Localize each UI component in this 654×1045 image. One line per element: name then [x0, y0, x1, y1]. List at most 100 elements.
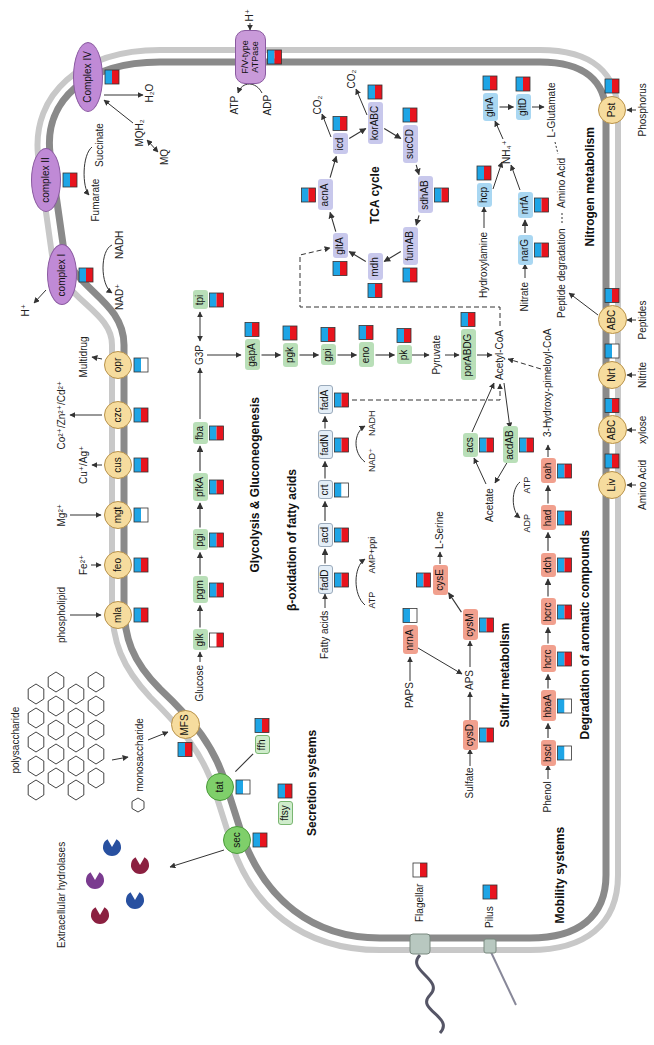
- transporter-circle: opr: [104, 351, 132, 379]
- presence-indicator: [480, 728, 487, 742]
- presence-indicator: [342, 483, 349, 497]
- presence-indicator: [210, 426, 224, 440]
- section-title: TCA cycle: [368, 166, 382, 224]
- gene-box: glk: [193, 630, 208, 651]
- presence-indicator: [480, 438, 494, 452]
- presence-indicator: [605, 454, 612, 468]
- pathway-arrow: [147, 140, 158, 152]
- presence-indicator: [217, 480, 224, 494]
- flow-arrow: [547, 675, 548, 689]
- presence-indicator: [260, 833, 267, 847]
- pathway-arrow: [103, 245, 112, 293]
- sugar-ring: [48, 696, 64, 716]
- text-label: MQ: [159, 149, 171, 165]
- presence-indicator: [63, 173, 70, 187]
- node-text: feo: [112, 558, 124, 572]
- text-label: ADP: [262, 95, 274, 116]
- sugar-ring: [68, 708, 84, 728]
- gene-box: sdhAB: [418, 177, 433, 214]
- presence-indicator: [435, 188, 442, 202]
- node-text: pfkA: [194, 477, 206, 497]
- presence-indicator: [285, 784, 292, 798]
- gene-box: hcrc: [541, 646, 556, 673]
- pathway-arrow: [511, 165, 520, 190]
- text-label: Peptides: [637, 301, 649, 340]
- section-title: Degradation of aromatic compounds: [578, 530, 592, 739]
- pathway-arrow: [200, 652, 201, 662]
- transporter-circle: ABC: [598, 416, 627, 445]
- gene-box: cysD: [463, 720, 478, 750]
- presence-indicator: [321, 328, 328, 342]
- node-text: narG: [519, 239, 531, 261]
- section-title: Mobility systems: [553, 827, 567, 924]
- presence-indicator: [210, 293, 217, 307]
- presence-indicator: [368, 284, 375, 298]
- node-text: gapA: [246, 343, 258, 366]
- presence-indicator: [333, 262, 340, 276]
- pathway-arrow: [200, 368, 201, 419]
- gene-box: oah: [541, 459, 556, 484]
- gene-box: gpi: [321, 345, 336, 366]
- flow-arrow: [199, 606, 200, 628]
- text-label: ATP: [229, 96, 241, 115]
- flow-arrow: [300, 354, 319, 355]
- node-text: fadN: [319, 434, 331, 455]
- gene-box: crt: [318, 481, 333, 500]
- gene-box: acd: [318, 523, 333, 547]
- gene-box: bscl: [541, 740, 556, 766]
- pilus-base: [484, 939, 496, 953]
- presence-indicator: [245, 323, 259, 337]
- node-text: ABC: [606, 310, 618, 331]
- node-text: cysE: [434, 569, 446, 591]
- presence-indicator: [253, 833, 267, 847]
- sugar-ring: [28, 756, 44, 776]
- text-label: Glucose: [194, 665, 206, 702]
- gene-box: bcrc: [541, 599, 556, 626]
- text-label: G3P: [194, 345, 206, 365]
- presence-indicator: [605, 399, 612, 413]
- presence-indicator: [342, 528, 349, 542]
- node-text: dch: [542, 557, 554, 573]
- node-text: acs: [464, 437, 476, 453]
- node-text: crt: [319, 484, 331, 495]
- node-text: eno: [360, 347, 372, 364]
- presence-indicator: [605, 289, 619, 303]
- presence-indicator: [535, 198, 549, 212]
- sugar-ring: [28, 684, 44, 704]
- text-label: H⁺: [20, 304, 32, 317]
- transporter-circle: mla: [104, 601, 132, 629]
- complex-ellipse: Complex IV: [73, 42, 103, 112]
- pathway-arrow: [322, 114, 331, 137]
- pathway-arrow: [472, 383, 494, 432]
- flow-arrow: [500, 106, 514, 107]
- presence-indicator: [480, 618, 487, 632]
- section-title: β-oxidation of fatty acids: [285, 469, 299, 611]
- presence-indicator: [333, 262, 347, 276]
- node-text: glk: [194, 634, 206, 647]
- node-text: ABC: [606, 420, 618, 441]
- gene-box: porABDG: [461, 330, 476, 381]
- pathway-arrow: [532, 107, 544, 108]
- text-label: H⁺: [244, 9, 256, 22]
- complex-ellipse: complex II: [31, 148, 61, 212]
- pathway-arrow: [238, 84, 262, 93]
- gene-box: glnA: [483, 93, 498, 121]
- pathway-arrow: [70, 515, 101, 516]
- text-label: Pilus: [484, 906, 496, 928]
- text-label: Cu⁺/Ag⁺: [78, 446, 90, 484]
- hydrolase-icon: [86, 872, 104, 889]
- pilus: [490, 950, 516, 1005]
- pathway-arrow: [92, 357, 102, 359]
- secretion-protein-box: ftsy: [278, 801, 293, 825]
- presence-indicator: [335, 528, 349, 542]
- presence-indicator: [185, 743, 192, 757]
- gene-box: fba: [193, 422, 208, 444]
- flow-arrow: [324, 502, 325, 522]
- text-label: Peptide degradation: [556, 228, 568, 318]
- pathway-arrow: [325, 594, 326, 608]
- text-label: MQH₂: [134, 119, 146, 146]
- transporter-circle: Nrt: [598, 361, 626, 389]
- presence-indicator: [268, 50, 275, 64]
- pathway-arrow: [356, 426, 365, 462]
- presence-indicator: [558, 699, 565, 713]
